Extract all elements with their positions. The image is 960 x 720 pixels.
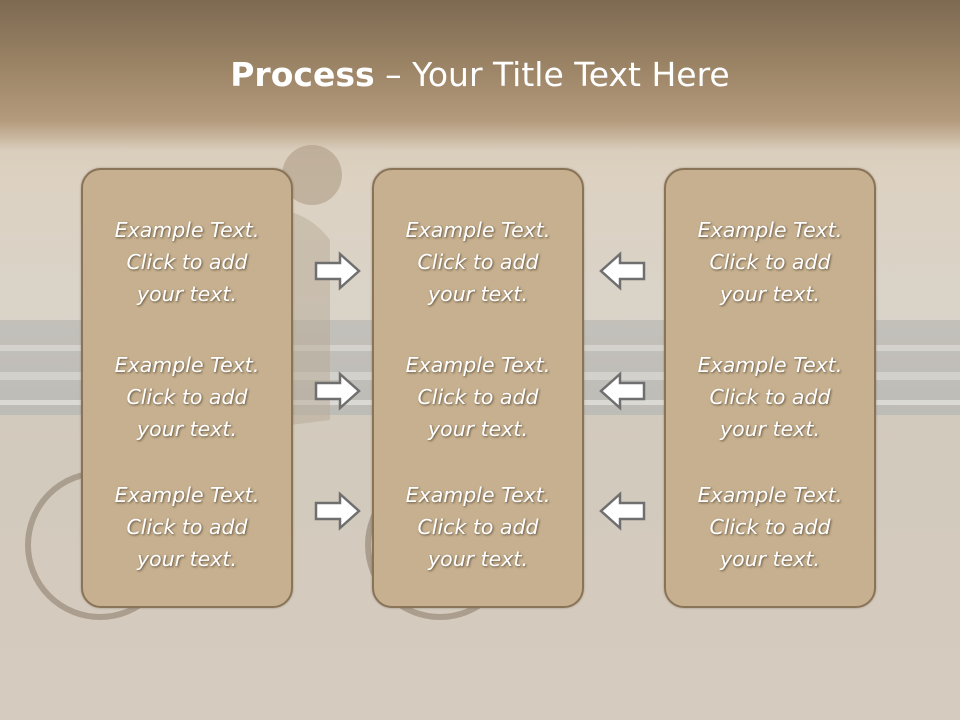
panel-left-text-2[interactable]: Example Text. Click to add your text. bbox=[114, 353, 260, 441]
panel-middle-text-1[interactable]: Example Text. Click to add your text. bbox=[405, 218, 551, 306]
panel-left[interactable]: Example Text. Click to add your text. Ex… bbox=[81, 168, 293, 608]
title-band bbox=[0, 0, 960, 150]
panel-middle[interactable]: Example Text. Click to add your text. Ex… bbox=[372, 168, 584, 608]
slide-title[interactable]: Process – Your Title Text Here bbox=[0, 54, 960, 96]
panel-right[interactable]: Example Text. Click to add your text. Ex… bbox=[664, 168, 876, 608]
right-arrow-icon bbox=[314, 371, 361, 411]
left-arrow-icon bbox=[599, 371, 646, 411]
panel-middle-text-2[interactable]: Example Text. Click to add your text. bbox=[405, 353, 551, 441]
title-rest: – Your Title Text Here bbox=[374, 55, 730, 94]
panel-right-text-3[interactable]: Example Text. Click to add your text. bbox=[697, 483, 843, 571]
panel-right-text-1[interactable]: Example Text. Click to add your text. bbox=[697, 218, 843, 306]
left-arrow-icon bbox=[599, 491, 646, 531]
right-arrow-icon bbox=[314, 251, 361, 291]
panel-left-text-3[interactable]: Example Text. Click to add your text. bbox=[114, 483, 260, 571]
left-arrow-icon bbox=[599, 251, 646, 291]
panel-left-text-1[interactable]: Example Text. Click to add your text. bbox=[114, 218, 260, 306]
panel-right-text-2[interactable]: Example Text. Click to add your text. bbox=[697, 353, 843, 441]
panel-middle-text-3[interactable]: Example Text. Click to add your text. bbox=[405, 483, 551, 571]
title-bold: Process bbox=[230, 55, 375, 94]
right-arrow-icon bbox=[314, 491, 361, 531]
